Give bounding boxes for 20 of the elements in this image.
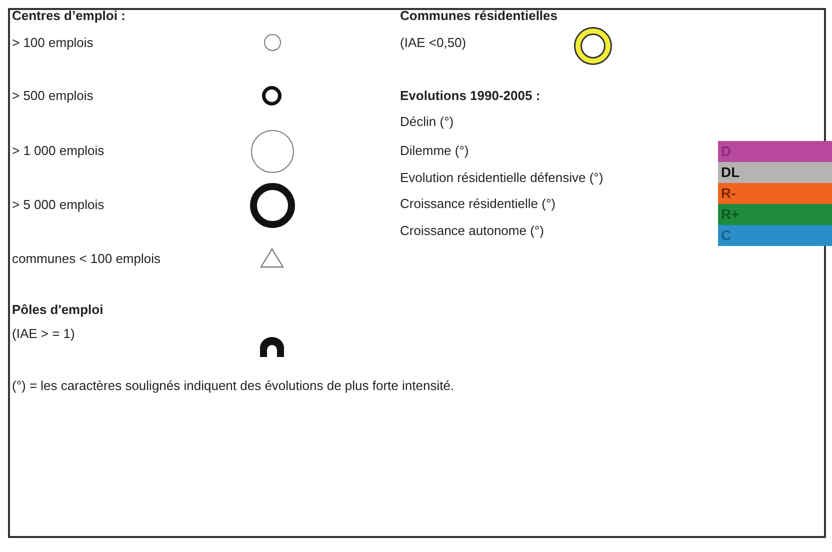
section-heading: Centres d’emploi : <box>12 8 126 24</box>
legend-text: Croissance résidentielle (°) <box>400 196 556 212</box>
swatch-code: C <box>721 227 732 243</box>
legend-text: Dilemme (°) <box>400 143 469 159</box>
swatch-code: R- <box>721 185 736 201</box>
section-heading: Pôles d'emploi <box>12 302 104 318</box>
section-heading: Evolutions 1990-2005 : <box>400 88 540 104</box>
swatch-code: DL <box>721 164 740 180</box>
legend-text: Déclin (°) <box>400 114 454 130</box>
legend-text: > 1 000 emplois <box>12 143 104 159</box>
footnote-text: (°) = les caractères soulignés indiquent des évolutions de plus forte intensité. <box>12 378 454 394</box>
legend-text: (IAE > = 1) <box>12 326 75 342</box>
legend-text: Evolution résidentielle défensive (°) <box>400 170 604 186</box>
legend-text: > 5 000 emplois <box>12 197 104 213</box>
section-heading: Communes résidentielles <box>400 8 558 24</box>
legend-text: > 100 emplois <box>12 35 94 51</box>
legend-text: (IAE <0,50) <box>400 35 466 51</box>
legend-text: Croissance autonome (°) <box>400 223 544 239</box>
legend-text: > 500 emplois <box>12 88 94 104</box>
legend-text: communes < 100 emplois <box>12 251 160 267</box>
